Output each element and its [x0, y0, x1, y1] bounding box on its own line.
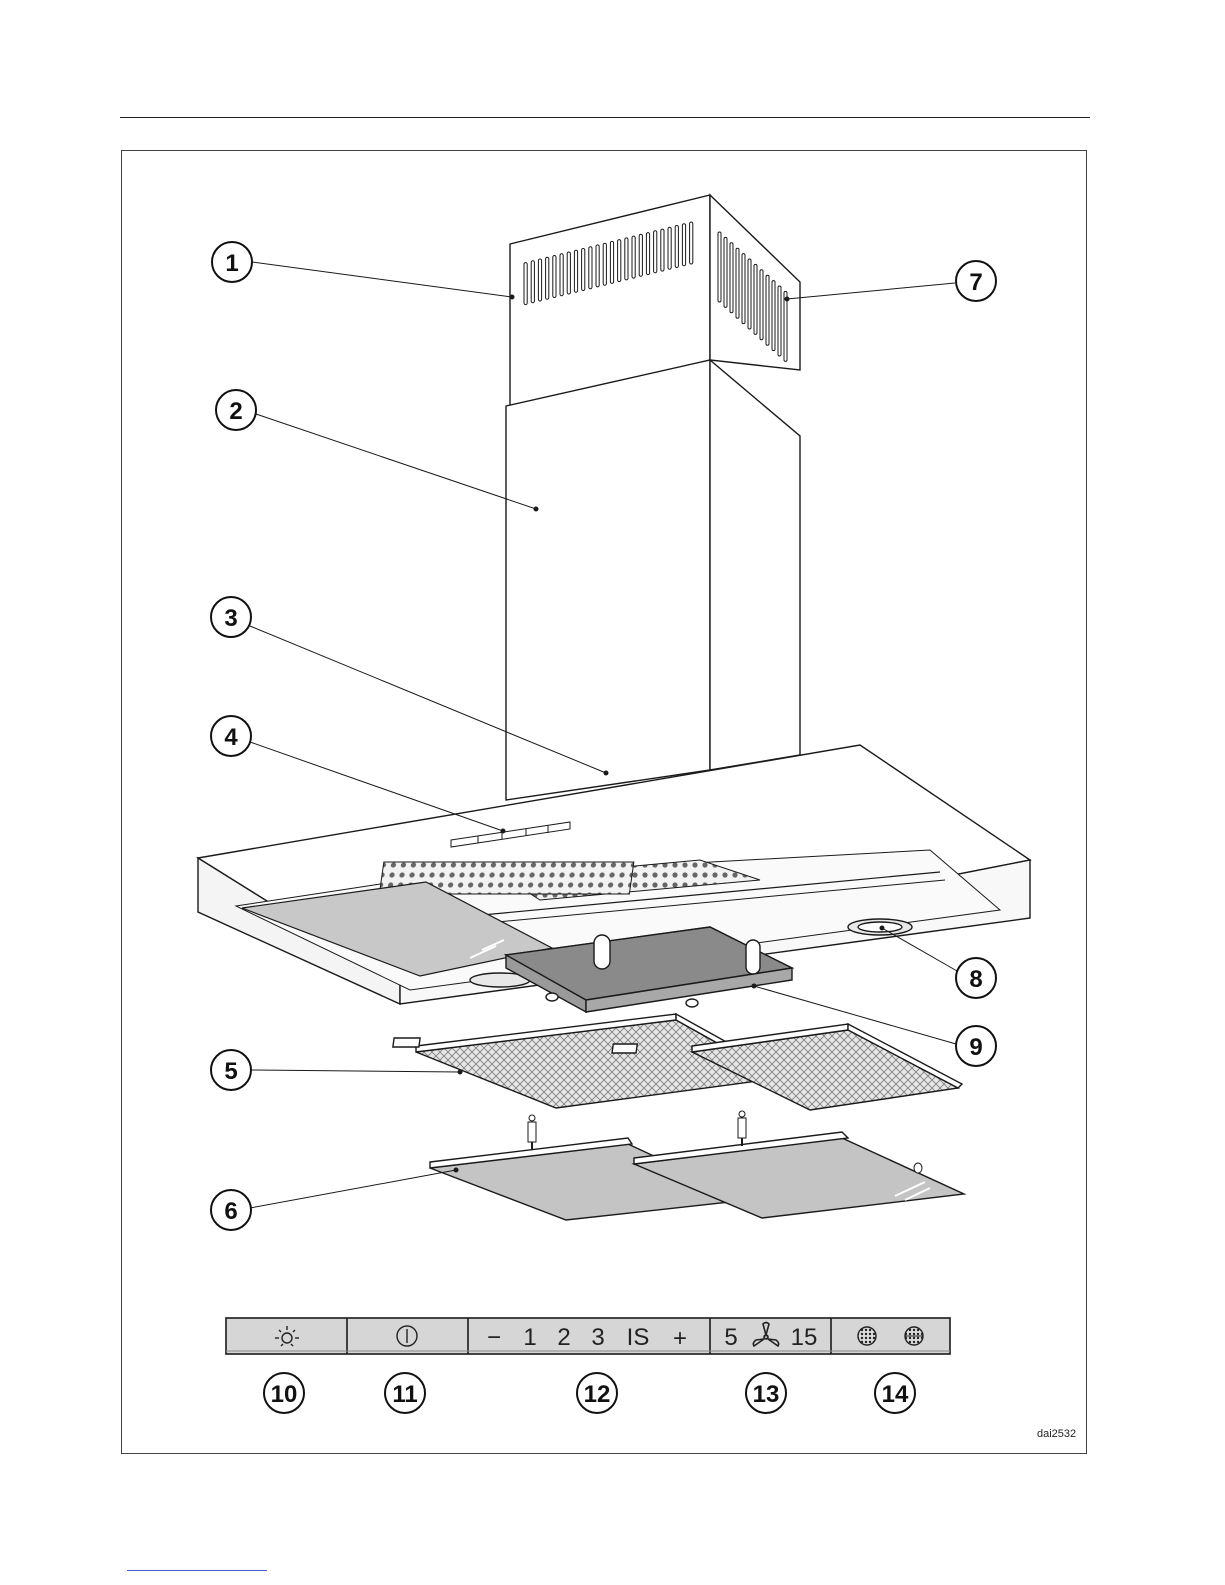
vent-slot [589, 247, 592, 289]
callout-10: 10 [264, 1373, 304, 1413]
fan-intensive-indicator: IS [627, 1324, 650, 1351]
fan-speed-1-indicator: 1 [523, 1324, 536, 1351]
callout-5: 5 [211, 1050, 251, 1090]
vent-slot [646, 233, 649, 275]
grease-filter-saturation-icon [858, 1327, 876, 1345]
vent-slot [772, 281, 775, 351]
vent-slot [625, 238, 628, 280]
vent-slot [546, 257, 549, 299]
vent-slot [582, 249, 585, 291]
vent-slot [730, 243, 733, 313]
callout-4: 4 [211, 716, 251, 756]
callout-7: 7 [956, 261, 996, 301]
svg-text:1: 1 [225, 250, 238, 277]
fan-speed-3-indicator: 3 [591, 1324, 604, 1351]
vent-slot [524, 263, 527, 305]
vent-slot [766, 275, 769, 345]
vent-slot [718, 232, 721, 302]
svg-text:10: 10 [271, 1381, 298, 1408]
svg-text:7: 7 [969, 269, 982, 296]
callout-8: 8 [956, 958, 996, 998]
vent-slot [632, 236, 635, 278]
vent-slot [748, 259, 751, 329]
vent-slot [553, 256, 556, 298]
callout-9: 9 [956, 1026, 996, 1066]
timer-15-indicator: 15 [791, 1324, 818, 1351]
vent-slot [778, 286, 781, 356]
vent-slot [538, 259, 541, 301]
reference-code: dai2532 [1037, 1428, 1076, 1440]
vent-slot [574, 250, 577, 292]
callout-13: 13 [746, 1373, 786, 1413]
svg-text:9: 9 [969, 1034, 982, 1061]
svg-text:12: 12 [584, 1381, 611, 1408]
svg-text:2: 2 [229, 398, 242, 425]
vent-slot [682, 224, 685, 266]
svg-text:5: 5 [224, 1058, 237, 1085]
vent-slot [639, 234, 642, 276]
fan-speed-2-indicator: 2 [557, 1324, 570, 1351]
fan-plus-button[interactable]: + [673, 1325, 687, 1352]
vent-slot [661, 229, 664, 271]
vent-slot [675, 226, 678, 268]
vent-slot [603, 243, 606, 285]
vent-slot [784, 291, 787, 361]
callout-2: 2 [216, 390, 256, 430]
vent-slot [618, 240, 621, 282]
power-button[interactable] [349, 1320, 466, 1352]
svg-text:6: 6 [224, 1198, 237, 1225]
vent-slot [654, 231, 657, 273]
vent-slot [610, 241, 613, 283]
vent-slot [760, 270, 763, 340]
vent-slot [754, 264, 757, 334]
chimney-lower [506, 360, 800, 800]
vent-slot [567, 252, 570, 294]
callout-12: 12 [577, 1373, 617, 1413]
vent-slot [742, 254, 745, 324]
svg-text:4: 4 [224, 724, 238, 751]
vent-slot [690, 222, 693, 264]
svg-text:13: 13 [753, 1381, 780, 1408]
vent-slot [560, 254, 563, 296]
callout-11: 11 [385, 1373, 425, 1413]
vent-slot [531, 261, 534, 303]
callout-3: 3 [211, 597, 251, 637]
vent-slot [736, 248, 739, 318]
timer-5-indicator: 5 [724, 1324, 737, 1351]
vent-slot [668, 227, 671, 269]
svg-text:3: 3 [224, 605, 237, 632]
light-button[interactable] [228, 1320, 345, 1352]
callout-6: 6 [211, 1190, 251, 1230]
fan-minus-button[interactable]: − [487, 1324, 501, 1351]
vent-slot [596, 245, 599, 287]
svg-text:11: 11 [392, 1381, 417, 1408]
footer-link-underline[interactable] [127, 1570, 267, 1571]
svg-text:14: 14 [882, 1381, 909, 1408]
callout-14: 14 [875, 1373, 915, 1413]
vent-slot [724, 237, 727, 307]
svg-text:8: 8 [969, 966, 982, 993]
callout-1: 1 [212, 242, 252, 282]
